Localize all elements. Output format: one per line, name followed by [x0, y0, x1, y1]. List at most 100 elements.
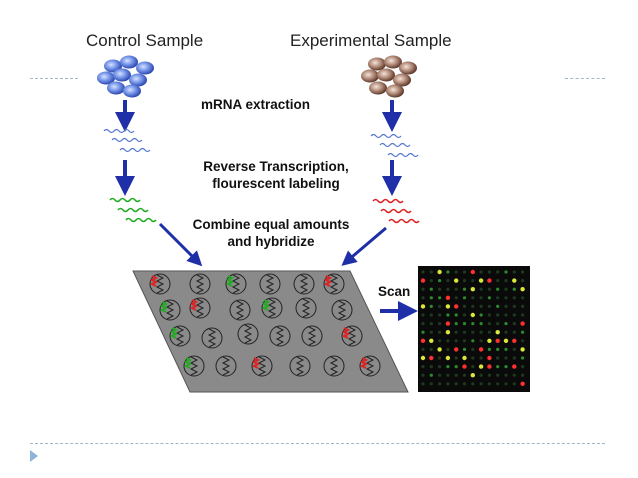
array-dot [462, 313, 467, 317]
array-dot [471, 347, 475, 351]
bullet-triangle-icon [30, 450, 38, 462]
array-dot [471, 382, 475, 386]
array-dot [462, 270, 467, 274]
array-dot [421, 270, 425, 274]
array-dot [487, 296, 491, 300]
slide-spot [289, 355, 311, 377]
array-dot [512, 347, 516, 351]
array-dot [420, 278, 426, 283]
slide-spot [237, 323, 259, 345]
array-dot [446, 347, 450, 351]
array-dot [487, 330, 491, 334]
reverse-transcription-line1: Reverse Transcription, [203, 159, 349, 174]
array-dot [437, 269, 442, 275]
red-target-strand [189, 299, 199, 311]
array-dot [429, 338, 434, 343]
array-dot [479, 304, 483, 308]
array-dot [496, 287, 500, 291]
array-dot [470, 373, 475, 378]
probe-strand [165, 300, 175, 320]
array-dot [462, 364, 467, 369]
probe-strand [307, 326, 317, 346]
array-dot [462, 322, 467, 326]
array-dot [512, 313, 516, 317]
array-dot [520, 381, 525, 386]
array-dot [445, 330, 451, 335]
slide-spot [189, 273, 211, 295]
probe-strand [221, 356, 231, 376]
array-dot [446, 279, 450, 283]
red-target-strand [359, 357, 369, 369]
array-dot [496, 347, 500, 351]
array-dot [438, 365, 442, 369]
probe-strand [189, 356, 199, 376]
probe-strand [195, 274, 205, 294]
array-dot [462, 355, 467, 361]
array-dot [487, 373, 491, 377]
array-dot [479, 322, 483, 326]
array-dot [445, 304, 451, 309]
array-dot [454, 278, 459, 283]
array-dot [521, 296, 525, 300]
array-dot [504, 365, 508, 369]
combine-line2: and hybridize [227, 234, 315, 249]
experimental-cell-cluster-icon [361, 55, 417, 98]
array-dot [471, 365, 475, 369]
probe-strand [257, 356, 267, 376]
array-dot [429, 330, 433, 334]
green-target-strand [261, 299, 271, 311]
array-dot [504, 279, 508, 283]
array-dot [495, 330, 500, 335]
array-dot [429, 279, 433, 283]
array-dot [496, 279, 500, 283]
array-dot [462, 279, 467, 283]
array-dot [446, 365, 450, 369]
array-dot [521, 279, 525, 283]
array-dot [429, 365, 433, 369]
probe-strand [175, 326, 185, 346]
array-dot [479, 313, 483, 317]
scan-label: Scan [378, 284, 411, 299]
array-dot [421, 322, 425, 326]
array-dot [512, 338, 517, 343]
array-dot [462, 296, 467, 300]
array-dot [438, 382, 442, 386]
array-dot [454, 365, 458, 369]
array-dot [487, 338, 492, 343]
control-cell-cluster-icon [97, 55, 154, 98]
array-dot [504, 287, 508, 291]
slide-spot [201, 327, 223, 349]
array-dot [454, 322, 458, 326]
red-target-strand [149, 275, 159, 287]
array-dot [521, 339, 525, 343]
array-dot [446, 339, 450, 343]
array-dot [454, 347, 459, 352]
array-dot [420, 355, 426, 361]
array-dot [429, 270, 433, 274]
array-dot [512, 356, 516, 360]
probe-strand [195, 298, 205, 318]
probe-strand [295, 356, 305, 376]
array-dot [454, 330, 458, 334]
array-dot [503, 338, 509, 343]
green-target-strand [159, 301, 169, 313]
array-dot [438, 339, 442, 343]
array-dot [487, 270, 491, 274]
array-dot [454, 382, 458, 386]
array-dot [462, 347, 467, 351]
array-dot [446, 270, 450, 274]
array-dot [479, 330, 483, 334]
experimental-sample-title: Experimental Sample [290, 31, 452, 50]
array-dot [496, 373, 500, 377]
array-dot [454, 270, 458, 274]
slide-spot [295, 297, 317, 319]
array-dot [429, 373, 433, 377]
array-dot [438, 322, 442, 326]
array-dot [471, 330, 475, 334]
array-dot [504, 304, 508, 308]
array-dot [420, 304, 426, 309]
slide-spot [331, 299, 353, 321]
array-dot [487, 304, 491, 308]
array-dot [462, 339, 467, 343]
array-dot [520, 287, 525, 292]
